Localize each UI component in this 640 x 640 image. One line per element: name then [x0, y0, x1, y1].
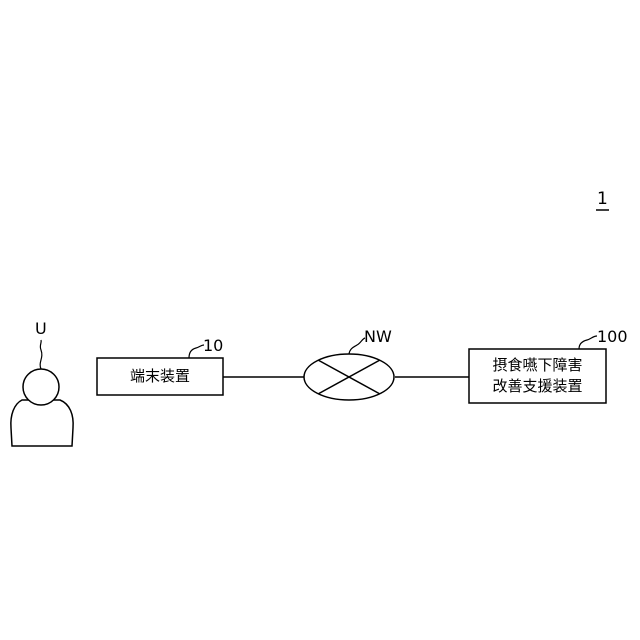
network-leader-line — [349, 338, 365, 354]
support-device-label-line2: 改善支援装置 — [469, 377, 606, 396]
support-device-ref-label: 100 — [597, 328, 628, 346]
network-icon — [304, 354, 394, 400]
terminal-device-label: 端末装置 — [97, 367, 223, 386]
support-device-leader-line — [579, 336, 597, 349]
terminal-leader-line — [189, 345, 204, 358]
user-figure-icon — [11, 369, 73, 446]
terminal-ref-label: 10 — [203, 337, 223, 355]
figure-label: 1 — [597, 190, 608, 208]
support-device-label-line1: 摂食嚥下障害 — [469, 356, 606, 375]
user-ref-label: U — [35, 320, 47, 338]
user-leader-line — [40, 340, 42, 369]
network-ref-label: NW — [364, 328, 392, 346]
